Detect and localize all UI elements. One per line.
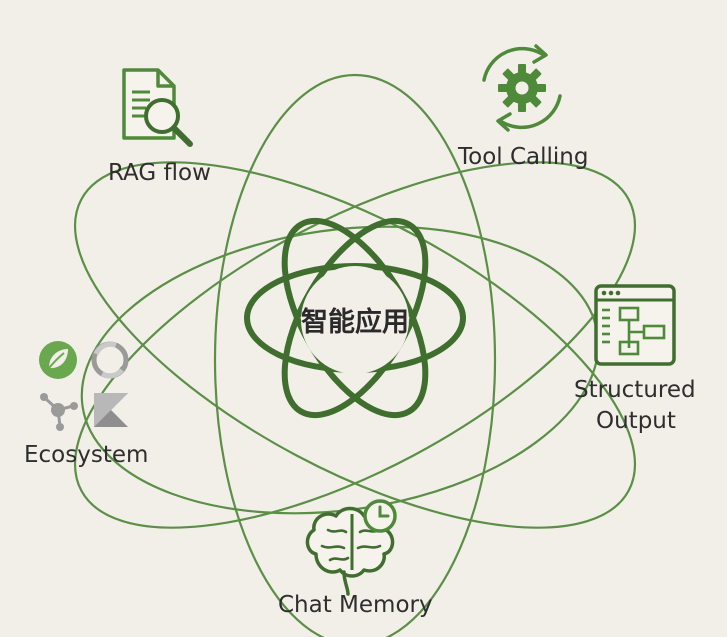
orbit-ellipse-b: [73, 161, 637, 529]
orbit-ellipse-c: [213, 73, 497, 637]
spring-leaf-icon: [39, 341, 77, 379]
node-label-ecosystem: Ecosystem: [24, 442, 149, 468]
structured-window-icon: [594, 284, 676, 366]
node-label-structured-line2: Output: [596, 408, 676, 434]
center-backdrop: [301, 266, 409, 374]
ring-logo-icon: [91, 341, 129, 379]
center-title: 智能应用: [301, 307, 409, 338]
node-label-chat-memory: Chat Memory: [278, 592, 433, 618]
brain-clock-icon: [305, 499, 397, 596]
document-search-icon: [122, 68, 193, 147]
gear-cycle-icon: [482, 44, 562, 132]
kotlin-logo-icon: [94, 393, 128, 427]
hub-network-icon: [40, 393, 78, 431]
node-label-rag-flow: RAG flow: [108, 160, 211, 186]
node-label-structured-line1: Structured: [574, 377, 696, 403]
node-label-tool-calling: Tool Calling: [458, 144, 589, 170]
